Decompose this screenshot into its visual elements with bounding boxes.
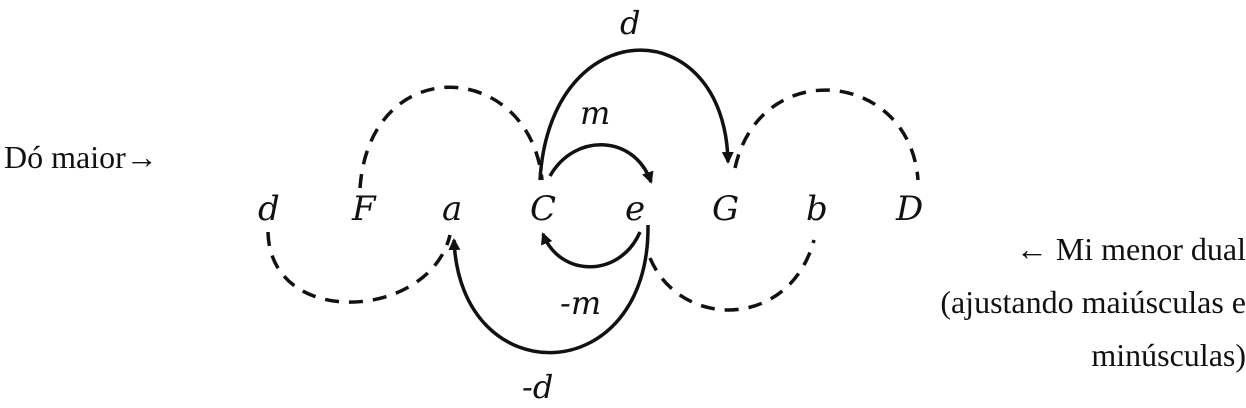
dashed-arc-e-to-b: [648, 239, 816, 312]
right-label-line-3: minúsculas): [1091, 337, 1246, 373]
dashed-arc-f-to-c: [358, 85, 544, 189]
solid-arrow-top-m: [548, 143, 654, 184]
node-f-upper: F: [351, 189, 377, 229]
node-g-upper: G: [712, 189, 739, 229]
right-label-line-1: ← Mi menor dual: [1015, 231, 1246, 267]
dashed-arc-d-to-a: [266, 231, 452, 304]
node-b-lower: b: [806, 189, 828, 229]
right-label-line-2: (ajustando maiúsculas e: [940, 284, 1246, 320]
dashed-arc-g-to-d: [733, 88, 920, 181]
node-c-upper: C: [530, 189, 556, 229]
edge-label-bottom-m: -m: [560, 284, 601, 322]
solid-arrow-bottom-m: [541, 231, 642, 269]
node-a-lower: a: [442, 189, 462, 229]
solid-arrow-top-d: [538, 48, 734, 181]
node-d-upper: D: [895, 189, 923, 229]
left-label: Dó maior→: [4, 139, 158, 175]
node-d-lower: d: [258, 189, 280, 229]
node-e-lower: e: [625, 189, 645, 229]
edge-label-bottom-d: -d: [522, 368, 553, 406]
edge-label-top-m: m: [580, 94, 610, 132]
solid-arrow-bottom-d: [448, 224, 650, 355]
edge-label-top-d: d: [620, 4, 640, 42]
